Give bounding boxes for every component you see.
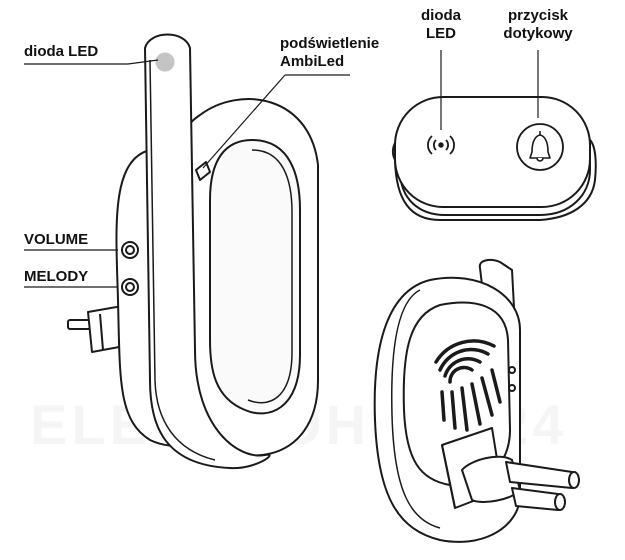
receiver-back-view: [373, 259, 580, 543]
label-dioda-led-top-line1: dioda: [421, 7, 461, 24]
label-melody: MELODY: [24, 268, 89, 285]
label-dioda-led-top-line2: LED: [426, 25, 456, 42]
bell-icon: [529, 131, 551, 162]
wireless-signal-icon: [427, 135, 455, 155]
label-dioda-led-left: dioda LED: [24, 43, 99, 60]
label-volume: VOLUME: [24, 231, 89, 248]
speaker-grille: [434, 339, 502, 432]
leader-lines: [24, 50, 539, 288]
front-plate: [144, 33, 271, 470]
label-przycisk-dotykowy: przycisk dotykowy: [492, 7, 584, 43]
label-przycisk-line1: przycisk: [507, 7, 569, 24]
label-dioda-led-top: dioda LED: [408, 7, 474, 43]
push-button: [391, 96, 597, 221]
label-podswietlenie: podświetlenie AmbiLed: [280, 35, 380, 71]
plug-pins: [505, 461, 580, 511]
label-podswietlenie-line2: AmbiLed: [280, 53, 345, 70]
led-dot: [155, 52, 175, 72]
label-podswietlenie-line1: podświetlenie: [280, 35, 380, 52]
ring-inner-opening: [209, 139, 301, 415]
receiver-side-view: [67, 33, 319, 470]
label-przycisk-line2: dotykowy: [503, 25, 573, 42]
ambiled-strip: [195, 161, 211, 181]
